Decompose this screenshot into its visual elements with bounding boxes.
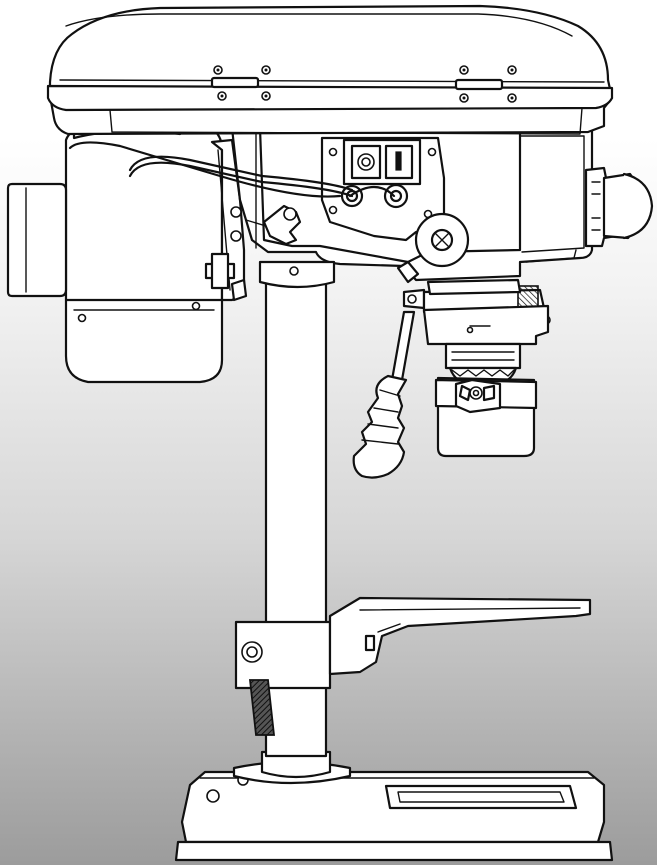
head-lock-knob — [245, 204, 302, 246]
motor-junction-box — [6, 182, 68, 298]
feed-handle — [352, 310, 416, 479]
work-table — [328, 596, 592, 676]
power-cord — [68, 141, 396, 198]
belt-cover — [46, 4, 614, 136]
table-crank-grip — [248, 679, 276, 736]
quill — [422, 304, 550, 346]
rear-handle — [584, 166, 654, 248]
column-base-collar — [232, 750, 352, 785]
feed-handle-knob — [352, 374, 408, 479]
feed-hub — [396, 212, 470, 284]
head-column-collar — [258, 260, 336, 289]
latch-right — [454, 78, 504, 91]
base-bolt-left — [206, 789, 220, 803]
base — [174, 770, 614, 862]
base-slot — [384, 784, 578, 810]
cable-grommet-right — [383, 183, 409, 209]
belt-cover-lid — [48, 4, 614, 136]
table-bracket — [234, 596, 592, 736]
motor — [6, 117, 224, 384]
latch-left — [210, 76, 260, 89]
chuck-guard — [434, 376, 538, 458]
